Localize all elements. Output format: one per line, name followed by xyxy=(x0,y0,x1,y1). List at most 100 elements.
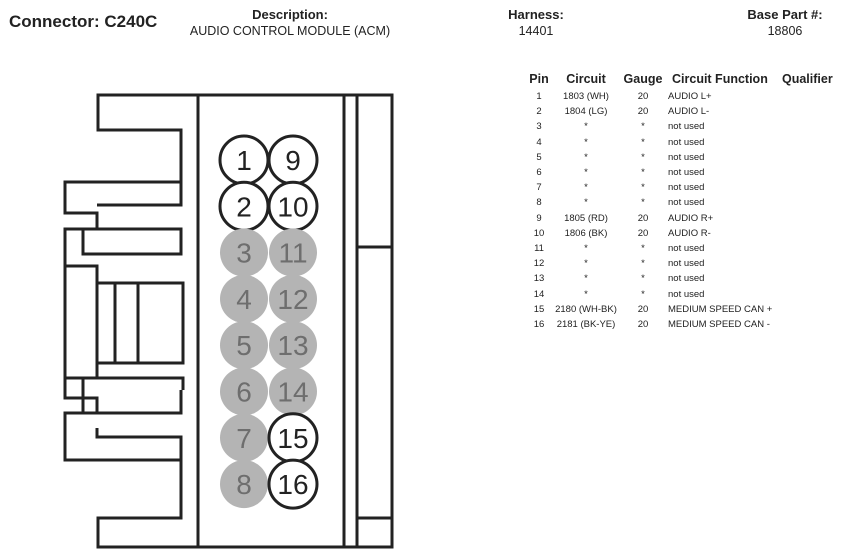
row-circuit: * xyxy=(584,136,588,148)
pin-6-label: 6 xyxy=(236,377,252,408)
header-circuit-function: Circuit Function xyxy=(672,72,768,86)
pin-9-label: 9 xyxy=(285,145,301,176)
row-circuit: * xyxy=(584,151,588,163)
row-gauge: 20 xyxy=(637,212,649,224)
row-gauge: * xyxy=(641,243,645,254)
row-pin: 14 xyxy=(533,288,545,300)
pin-14-label: 14 xyxy=(277,377,308,408)
row-circuit: * xyxy=(584,258,588,270)
row-gauge: * xyxy=(641,121,645,133)
row-circuit: * xyxy=(584,243,588,254)
row-pin: 11 xyxy=(534,243,544,254)
row-function: not used xyxy=(668,197,705,209)
row-pin: 10 xyxy=(533,227,545,239)
row-circuit: 2180 (WH-BK) xyxy=(555,303,617,315)
description-label: Description: xyxy=(252,7,328,22)
description-value: AUDIO CONTROL MODULE (ACM) xyxy=(189,24,391,38)
pin-16-label: 16 xyxy=(277,469,308,500)
pin-11-label: 11 xyxy=(278,238,307,269)
row-circuit: * xyxy=(584,288,588,300)
row-pin: 9 xyxy=(536,212,542,224)
connector-housing xyxy=(63,93,394,549)
row-function: AUDIO L+ xyxy=(668,91,712,102)
pin-7-circle xyxy=(220,413,268,462)
row-circuit: 1804 (LG) xyxy=(564,106,608,118)
pin-8-circle xyxy=(220,460,268,509)
header-gauge: Gauge xyxy=(623,72,663,86)
header-pin: Pin xyxy=(529,72,549,86)
harness-value: 14401 xyxy=(518,24,554,38)
row-function: not used xyxy=(668,273,705,285)
row-function: not used xyxy=(668,243,705,254)
row-pin: 15 xyxy=(533,303,545,315)
row-pin: 3 xyxy=(536,121,542,133)
pin-13-circle xyxy=(269,321,317,370)
row-function: not used xyxy=(668,182,705,194)
row-function: AUDIO R+ xyxy=(668,212,714,224)
row-function: MEDIUM SPEED CAN + xyxy=(668,303,773,315)
row-pin: 4 xyxy=(536,136,542,148)
row-function: AUDIO R- xyxy=(668,227,711,239)
pin-15-label: 15 xyxy=(277,423,308,454)
base-part-label: Base Part #: xyxy=(747,7,823,22)
row-circuit: * xyxy=(584,273,588,285)
row-circuit: * xyxy=(584,121,588,133)
row-circuit: 1803 (WH) xyxy=(563,91,609,102)
connector-body xyxy=(196,93,394,549)
row-pin: 8 xyxy=(536,197,542,209)
row-gauge: * xyxy=(641,151,645,163)
row-pin: 12 xyxy=(533,258,545,270)
row-function: not used xyxy=(668,121,705,133)
row-gauge: * xyxy=(641,136,645,148)
harness-label: Harness: xyxy=(508,7,564,22)
pin-12-label: 12 xyxy=(277,284,308,315)
row-circuit: * xyxy=(584,167,588,178)
pin-5-label: 5 xyxy=(236,330,252,361)
row-function: not used xyxy=(668,258,705,270)
pin-4-label: 4 xyxy=(236,284,252,315)
row-gauge: * xyxy=(641,288,645,300)
row-gauge: 20 xyxy=(637,227,649,239)
pin-5-circle xyxy=(220,321,268,370)
header-circuit: Circuit xyxy=(566,72,606,86)
row-function: not used xyxy=(668,167,705,178)
row-pin: 2 xyxy=(536,106,542,118)
row-pin: 5 xyxy=(536,151,542,163)
row-pin: 1 xyxy=(536,91,542,102)
pin-13-label: 13 xyxy=(277,330,308,361)
pin-3-circle xyxy=(220,228,268,277)
row-gauge: 20 xyxy=(637,106,649,118)
pin-2-label: 2 xyxy=(236,191,252,222)
pin-7-label: 7 xyxy=(236,423,252,454)
row-gauge: 20 xyxy=(637,319,649,330)
row-circuit: 1805 (RD) xyxy=(564,212,608,224)
pin-8-label: 8 xyxy=(236,469,252,500)
row-function: not used xyxy=(668,151,705,163)
row-pin: 13 xyxy=(533,273,545,285)
pin-1-label: 1 xyxy=(236,145,252,176)
row-function: AUDIO L- xyxy=(668,106,710,118)
row-gauge: * xyxy=(641,197,645,209)
row-function: not used xyxy=(668,136,705,148)
pin-11-circle xyxy=(269,228,317,277)
row-gauge: * xyxy=(641,273,645,285)
row-pin: 7 xyxy=(536,182,542,194)
base-part-value: 18806 xyxy=(767,24,803,38)
pin-10-label: 10 xyxy=(277,191,308,222)
pin-4-circle xyxy=(220,274,268,323)
row-gauge: * xyxy=(641,258,645,270)
row-pin: 16 xyxy=(533,319,545,330)
row-pin: 6 xyxy=(536,167,542,178)
row-function: MEDIUM SPEED CAN - xyxy=(668,319,770,330)
row-gauge: * xyxy=(641,167,645,178)
pin-14-circle xyxy=(269,367,317,416)
pin-12-circle xyxy=(269,274,317,323)
row-circuit: 2181 (BK-YE) xyxy=(556,319,616,330)
row-circuit: * xyxy=(584,197,588,209)
row-function: not used xyxy=(668,288,705,300)
row-gauge: 20 xyxy=(637,91,649,102)
row-gauge: 20 xyxy=(637,303,649,315)
row-circuit: * xyxy=(584,182,588,194)
